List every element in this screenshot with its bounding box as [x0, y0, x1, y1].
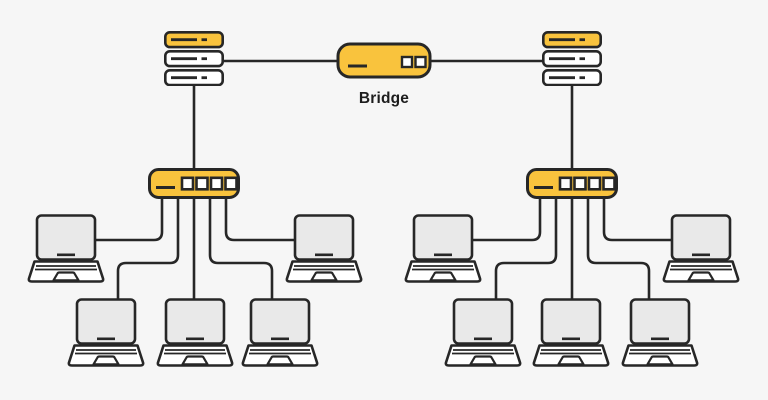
- link-right-switch-laptop-4: [586, 198, 651, 300]
- link-right-switch-laptop-1: [472, 198, 542, 242]
- left-laptop-5-icon: [285, 214, 363, 283]
- connector-lines: [95, 59, 672, 300]
- left-laptop-3-icon: [156, 298, 234, 367]
- bridge-device: Bridge: [336, 42, 432, 107]
- link-left-switch-laptop-5: [224, 198, 295, 242]
- right-laptop-5-icon: [662, 214, 740, 283]
- left-laptop-4-icon: [241, 298, 319, 367]
- bridge-body: [336, 42, 432, 79]
- right-switch-icon: [526, 168, 618, 199]
- right-network-segment: [404, 31, 740, 367]
- left-network-segment: [27, 31, 363, 367]
- bridge-label: Bridge: [359, 90, 409, 107]
- left-switch-icon: [148, 168, 240, 199]
- link-right-switch-laptop-5: [602, 198, 672, 242]
- bridge-port-2: [414, 55, 427, 69]
- link-left-switch-laptop-1: [95, 198, 164, 242]
- right-laptop-3-icon: [532, 298, 610, 367]
- link-left-switch-laptop-4: [208, 198, 274, 300]
- link-right-switch-laptop-2: [494, 198, 558, 300]
- right-laptop-1-icon: [404, 214, 482, 283]
- right-laptop-4-icon: [621, 298, 699, 367]
- right-laptop-2-icon: [444, 298, 522, 367]
- left-server-stack-icon: [164, 31, 224, 86]
- bridge-port-1: [400, 55, 414, 69]
- link-left-switch-laptop-2: [116, 198, 180, 300]
- right-server-stack-icon: [542, 31, 602, 86]
- left-laptop-2-icon: [67, 298, 145, 367]
- left-laptop-1-icon: [27, 214, 105, 283]
